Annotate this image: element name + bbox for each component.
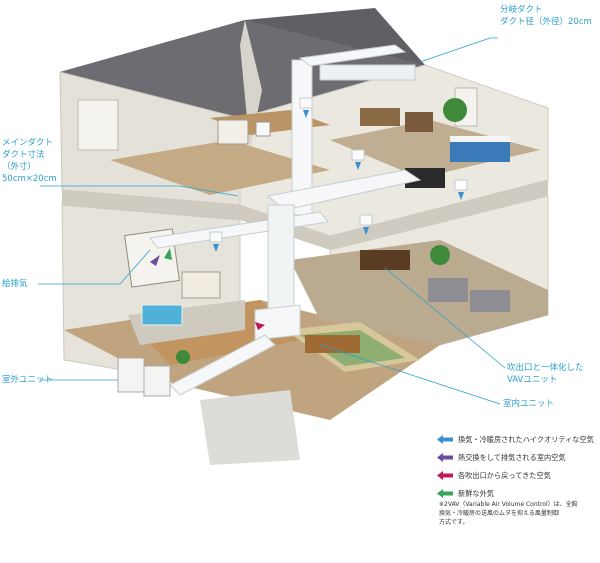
outlet-vav-label: 吹出口と一体化した VAVユニット (507, 363, 584, 385)
arrow-icon (437, 471, 453, 480)
branch-duct-label: 分岐ダクト ダクト径（外径）20cm (500, 5, 592, 27)
legend-item: 熱交換をして排気される室内空気 (437, 449, 597, 466)
outdoor-unit-label: 室外ユニット (2, 375, 54, 385)
vav-footnote: ※2VAV（Variable Air Volume Control）は、全館 換… (439, 501, 578, 526)
upper-furniture (217, 98, 510, 188)
arrow-icon (437, 435, 453, 444)
legend-item: 換気・冷暖房されたハイクオリティな空気 (437, 431, 597, 448)
duct-system (149, 44, 468, 396)
callout-lines (38, 37, 506, 405)
arrow-icon (437, 453, 453, 462)
indoor-unit-label: 室内ユニット (503, 399, 555, 409)
main-duct-label: メインダクト ダクト寸法 （外寸） 50cm×20cm (2, 138, 57, 184)
flow-arrows (150, 110, 464, 330)
lower-furniture (117, 245, 510, 397)
legend-item: 各吹出口から戻ってきた空気 (437, 467, 597, 484)
legend: 換気・冷暖房されたハイクオリティな空気 熱交換をして排気される室内空気 各吹出口… (437, 431, 597, 503)
supply-exhaust-label: 給排気 (2, 279, 28, 289)
legend-item: 新鮮な外気 (437, 485, 597, 502)
arrow-icon (437, 489, 453, 498)
